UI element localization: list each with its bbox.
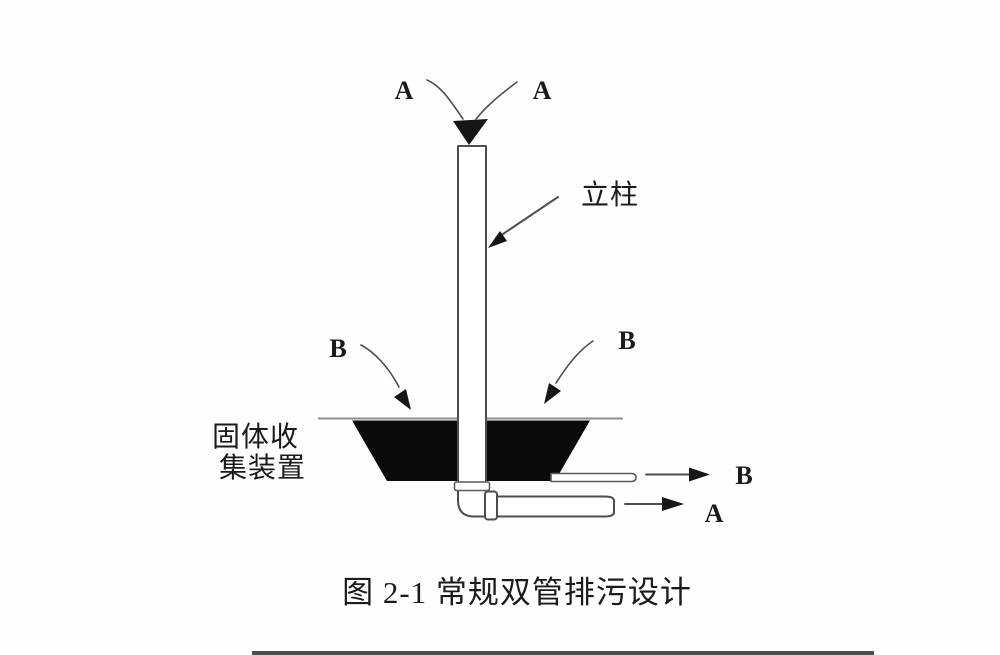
label-basin-left-b: B	[329, 334, 346, 363]
column-collar	[453, 481, 491, 492]
left-b-arrowhead	[394, 389, 411, 410]
column-pointer-arrowhead	[488, 231, 507, 248]
figure-caption: 图 2-1 常规双管排污设计	[342, 575, 692, 610]
inlet-arrowhead	[453, 119, 488, 145]
label-collector-line1: 固体收	[212, 421, 299, 453]
leader-curve-right-b	[555, 340, 594, 384]
next-figure-edge-bar	[252, 651, 874, 655]
label-collector-line2: 集装置	[219, 452, 306, 484]
label-outlet-b: B	[735, 461, 752, 490]
discharge-pipe-a	[493, 495, 615, 518]
label-top-right-a: A	[533, 76, 552, 105]
leader-curve-left-b	[360, 344, 400, 388]
pipe-coupling	[484, 490, 498, 521]
label-column: 立柱	[581, 179, 639, 211]
leader-curve-top-left-a	[426, 79, 464, 120]
label-basin-right-b: B	[618, 326, 635, 355]
leader-curve-top-right-a	[475, 81, 518, 120]
column-pointer-line	[499, 196, 559, 237]
label-outlet-a: A	[705, 499, 724, 528]
outlet-a-arrowhead	[662, 497, 684, 511]
outlet-b-arrowhead	[689, 467, 710, 482]
overflow-pipe-b	[550, 472, 637, 483]
right-b-arrowhead	[544, 383, 561, 404]
label-top-left-a: A	[395, 76, 414, 105]
